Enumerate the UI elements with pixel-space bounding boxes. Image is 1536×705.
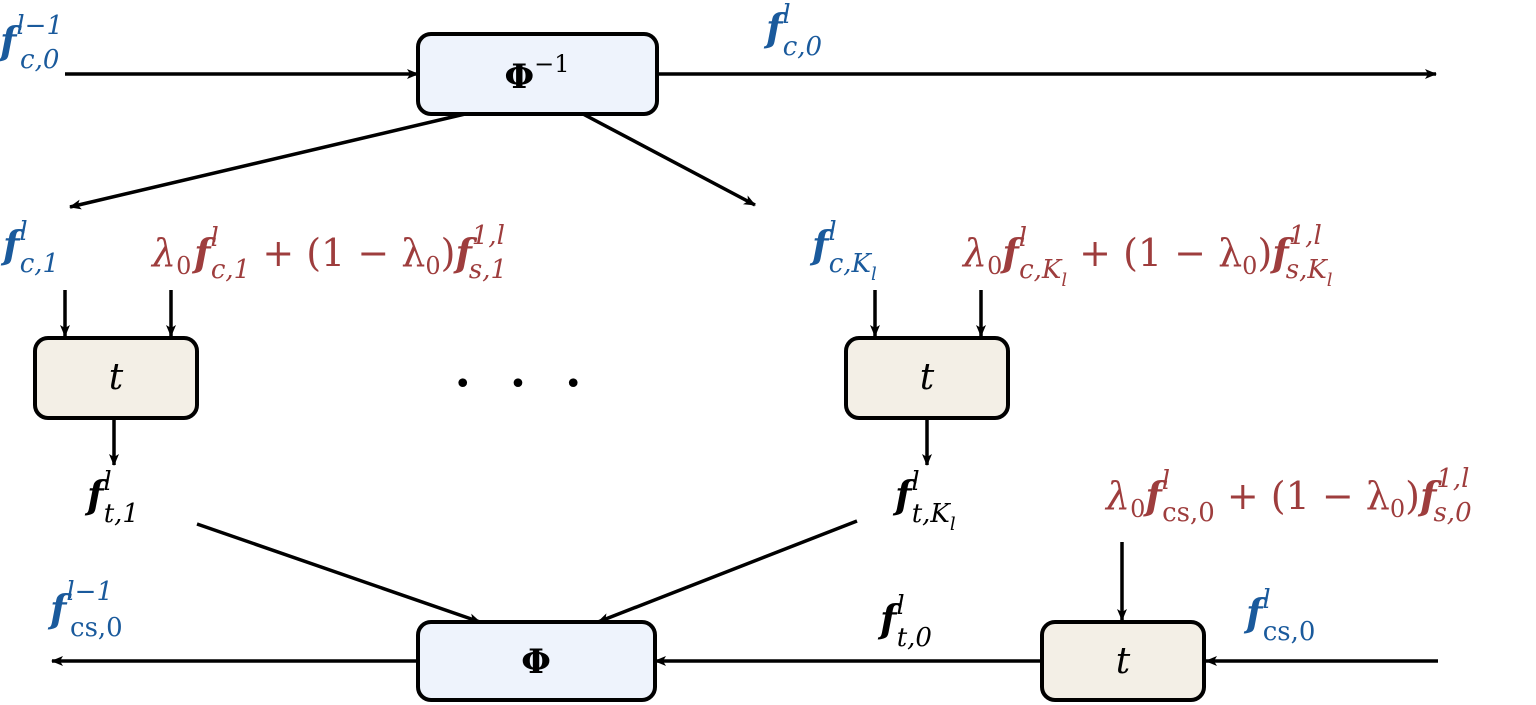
ellipsis: • • • xyxy=(454,367,596,402)
phi-inverse-block: Φ−1 xyxy=(416,32,659,116)
phi-inverse-symbol: Φ xyxy=(504,57,534,97)
t-block-K: t xyxy=(844,336,1010,420)
label-mix-1: λ00flc,1 + (1 − λ0)f1,ls,1 xyxy=(150,221,507,285)
t-block-1-label: t xyxy=(109,357,124,398)
arrow-phi-inverse-to-cK xyxy=(582,112,756,207)
arrow-t1-to-phi xyxy=(196,522,481,624)
t-block-1: t xyxy=(33,336,199,420)
t-block-K-label: t xyxy=(920,357,935,398)
arrow-phi-inverse-to-c1 xyxy=(69,112,466,210)
svg-text:Φ−1: Φ−1 xyxy=(504,50,569,97)
phi-symbol: Φ xyxy=(521,642,551,682)
phi-block: Φ xyxy=(416,620,657,702)
t-block-0-label: t xyxy=(1116,641,1131,682)
phi-inverse-sup: −1 xyxy=(534,50,569,78)
arrow-tK-to-phi xyxy=(597,519,858,624)
t-block-0: t xyxy=(1040,620,1206,702)
